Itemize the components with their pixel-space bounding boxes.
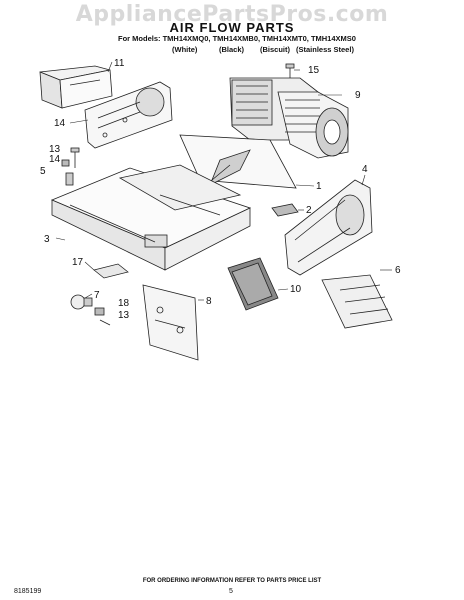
ordering-note: FOR ORDERING INFORMATION REFER TO PARTS …	[142, 578, 322, 584]
part-4-grille-frame	[284, 179, 373, 276]
watermark: AppliancePartsPros.com	[75, 2, 389, 27]
part-2-clip	[271, 203, 299, 217]
models-line: For Models: TMH14XMQ0, TMH14XMB0, TMH14X…	[118, 34, 356, 43]
label-part-14: 14	[49, 154, 61, 165]
part-6-charcoal-filter	[321, 274, 393, 329]
part-7-bulb	[70, 294, 111, 326]
label-part-9: 9	[355, 90, 361, 101]
label-part-13-upper: 13	[49, 144, 61, 155]
color-biscuit: (Biscuit)	[260, 45, 290, 54]
label-part-15: 15	[308, 65, 320, 76]
part-1-duct-plate	[179, 134, 297, 191]
label-part-10: 10	[290, 284, 302, 295]
label-part-16: 14	[54, 118, 66, 129]
label-part-17: 17	[72, 257, 84, 268]
part-11-duct-bracket	[39, 65, 113, 109]
label-part-7: 7	[94, 290, 100, 301]
label-part-6: 6	[395, 265, 401, 276]
label-part-1: 1	[316, 181, 322, 192]
parts-13-14-5-hardware	[61, 147, 80, 186]
color-black: (Black)	[219, 45, 245, 54]
part-3-base-pan	[50, 164, 252, 271]
document-number: 8185199	[14, 588, 42, 595]
label-part-11: 11	[114, 58, 125, 69]
label-part-4: 4	[362, 164, 368, 175]
part-16-damper-plate	[84, 81, 173, 149]
page-title: AIR FLOW PARTS	[169, 20, 295, 35]
label-part-18: 18	[118, 298, 130, 309]
label-part-3: 3	[44, 234, 50, 245]
label-part-5: 5	[40, 166, 46, 177]
label-part-8: 8	[206, 296, 212, 307]
part-10-grease-filter	[227, 257, 279, 311]
part-8-cover-plate	[142, 284, 199, 361]
label-part-2: 2	[306, 205, 312, 216]
color-white: (White)	[172, 45, 198, 54]
part-9-blower-motor	[229, 77, 349, 159]
label-part-13-lower: 13	[118, 310, 130, 321]
leader-lines	[55, 61, 392, 301]
color-stainless: (Stainless Steel)	[296, 45, 354, 54]
part-17-plate	[93, 263, 129, 279]
page-number: 5	[229, 588, 233, 595]
